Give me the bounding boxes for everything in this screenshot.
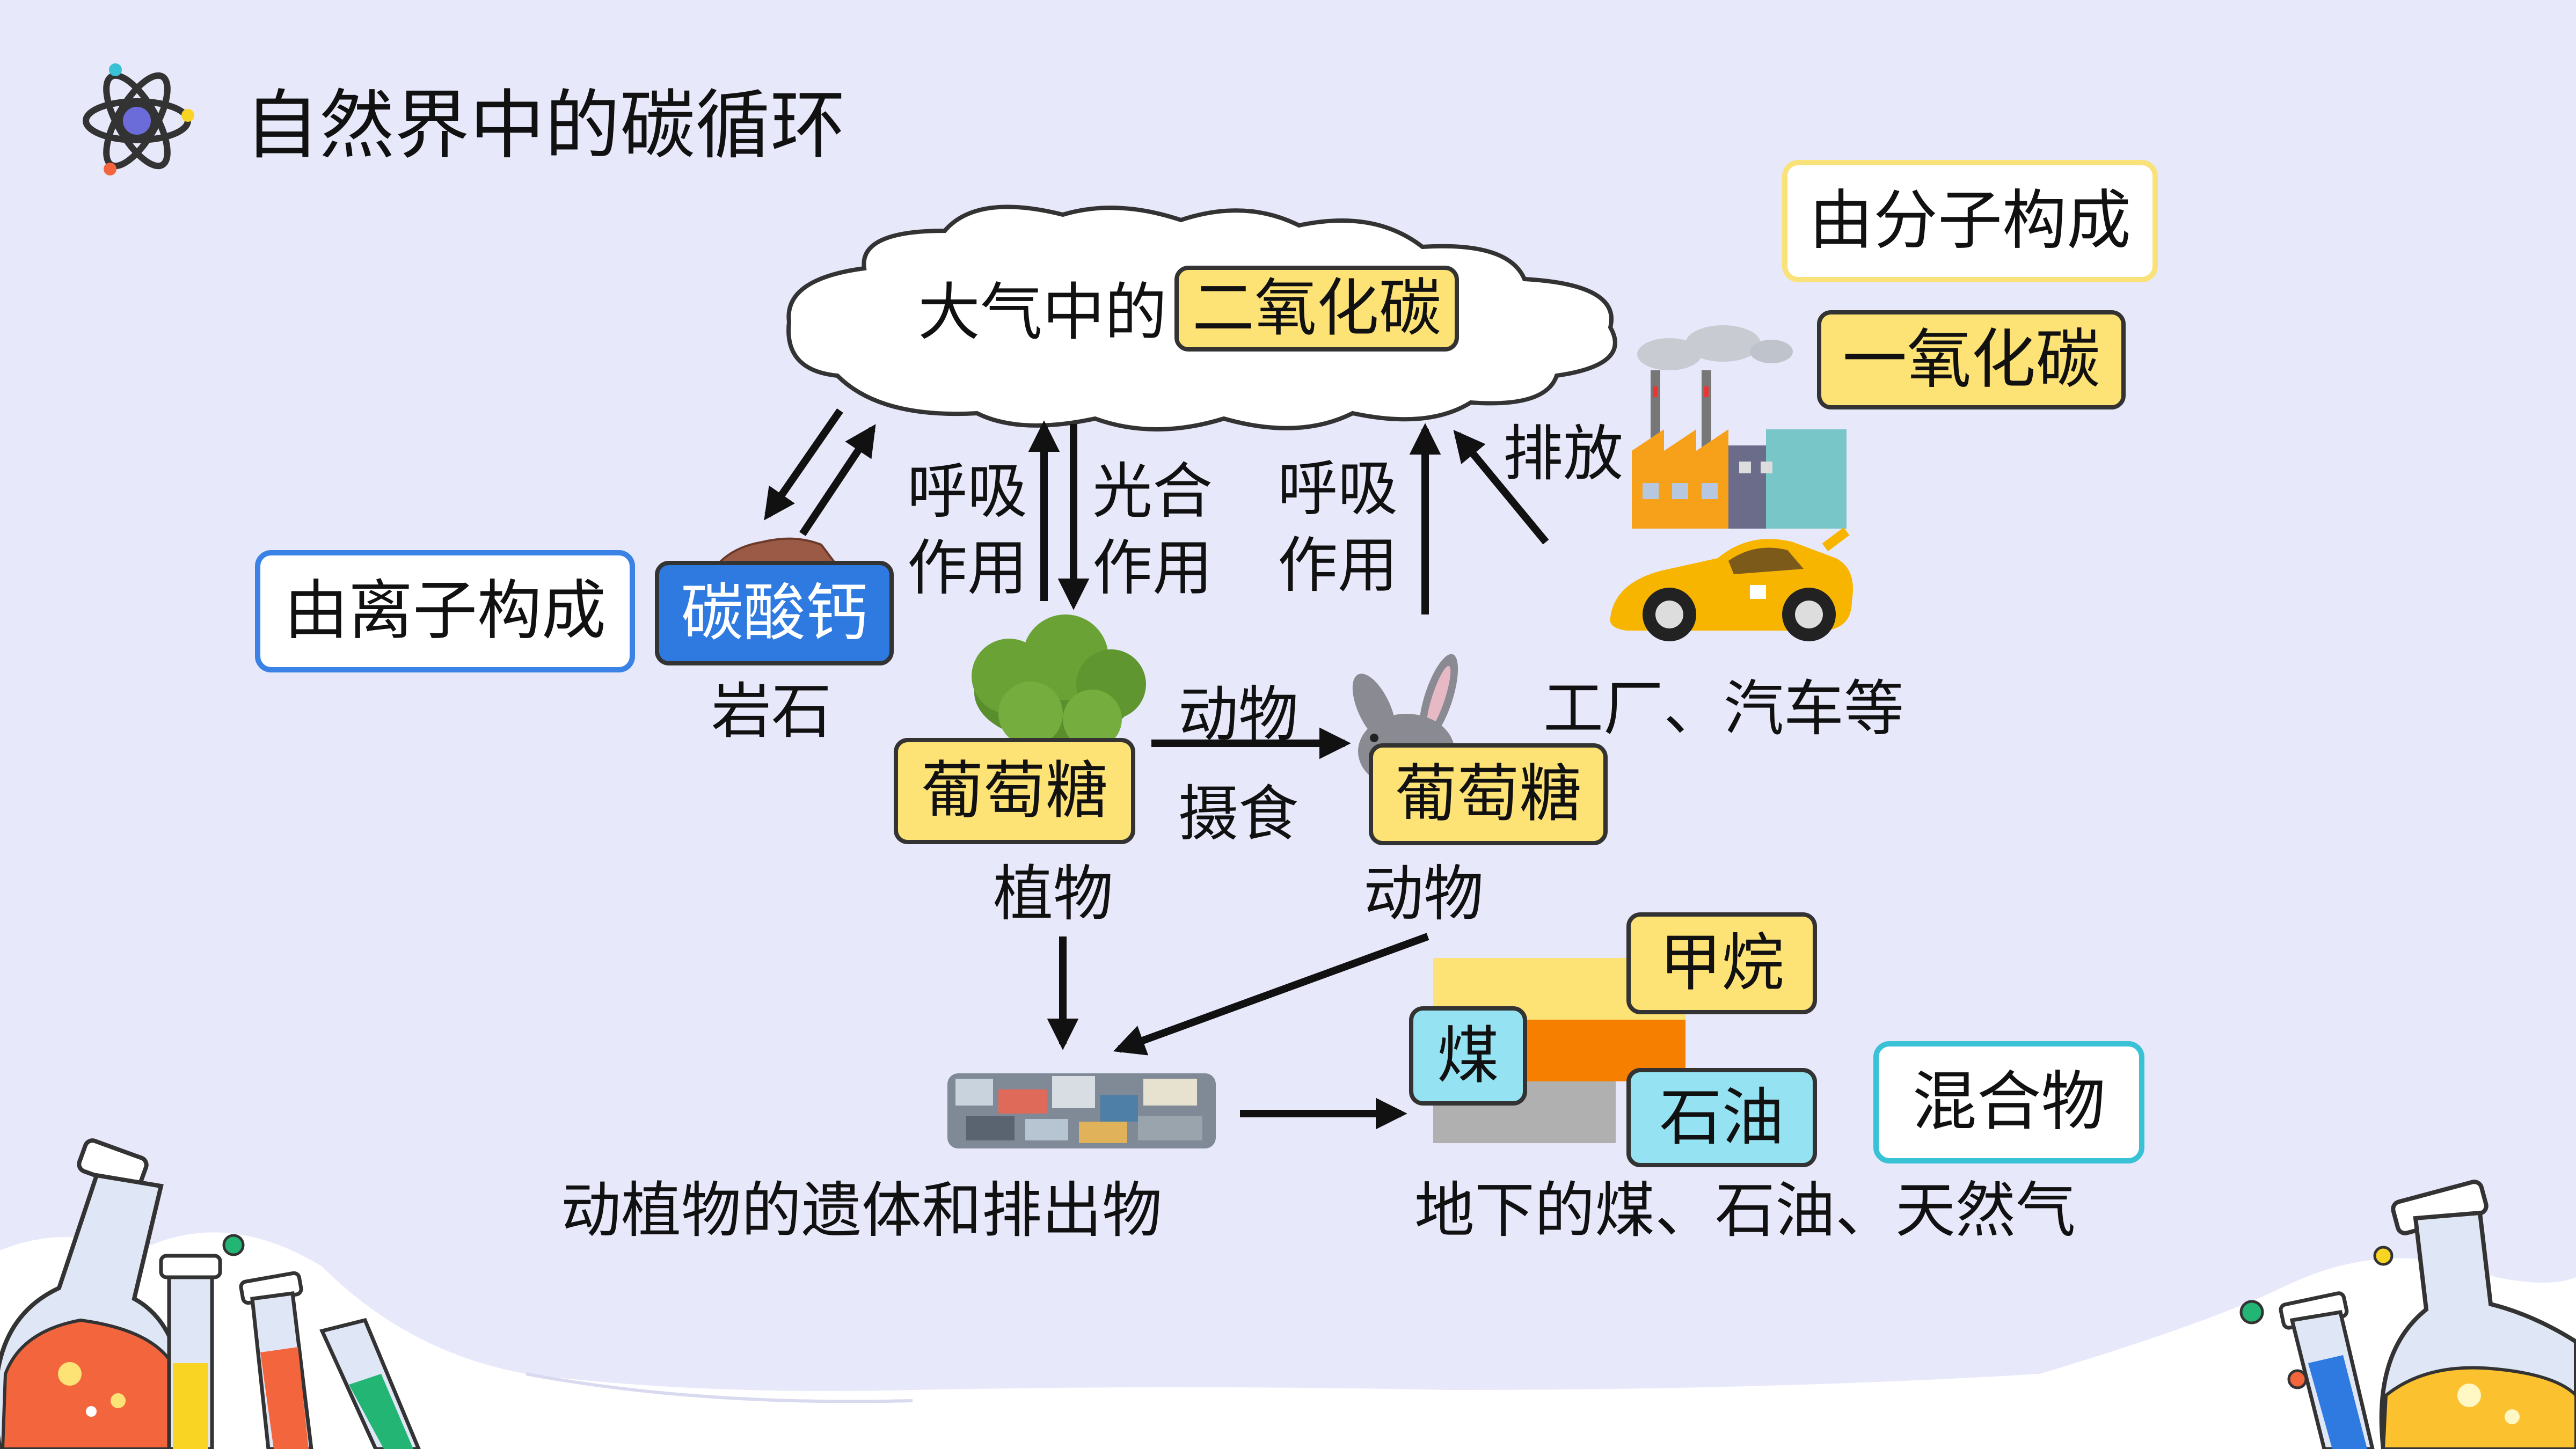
arrow-animal-to-remains bbox=[1113, 933, 1429, 1056]
animal-eating-line1: 动物 bbox=[1178, 680, 1298, 750]
petroleum-box: 石油 bbox=[1626, 1068, 1817, 1167]
factory-car-label: 工厂、汽车等 bbox=[1543, 674, 1904, 744]
respiration-right-line2: 作用 bbox=[1278, 531, 1398, 601]
animal-eating-line2: 摄食 bbox=[1178, 779, 1298, 849]
glucose-animal-box: 葡萄糖 bbox=[1369, 743, 1608, 845]
underground-label: 地下的煤、石油、天然气 bbox=[1414, 1176, 2076, 1246]
cycle-arrows bbox=[764, 408, 1549, 1130]
calcium-carbonate-box: 碳酸钙 bbox=[655, 561, 894, 665]
photosynthesis-line2: 作用 bbox=[1092, 533, 1213, 604]
animal-eating-label: 动物 摄食 bbox=[1178, 665, 1298, 864]
atom-icon bbox=[83, 63, 194, 175]
photosynthesis-line1: 光合 bbox=[1092, 457, 1213, 526]
plant-label: 植物 bbox=[993, 859, 1113, 929]
animal-label: 动物 bbox=[1363, 859, 1484, 929]
ionic-box: 由离子构成 bbox=[255, 550, 635, 672]
arrow-rock-to-cloud bbox=[799, 424, 876, 536]
flask-icon-left bbox=[0, 1138, 187, 1449]
arrow-emission bbox=[1453, 429, 1549, 545]
rock-label: 岩石 bbox=[711, 677, 831, 747]
photosynthesis-label: 光合 作用 bbox=[1092, 453, 1213, 608]
carbon-dioxide-box: 二氧化碳 bbox=[1174, 266, 1459, 352]
glucose-plant-box: 葡萄糖 bbox=[894, 738, 1135, 844]
mixture-box: 混合物 bbox=[1873, 1041, 2144, 1163]
respiration-left-label: 呼吸 作用 bbox=[907, 453, 1027, 608]
respiration-left-line2: 作用 bbox=[907, 533, 1027, 604]
methane-box: 甲烷 bbox=[1626, 912, 1817, 1014]
respiration-right-line1: 呼吸 bbox=[1278, 454, 1398, 524]
test-tube-icon-left bbox=[159, 1254, 421, 1449]
emission-label: 排放 bbox=[1503, 419, 1623, 489]
car-icon bbox=[1610, 527, 1853, 641]
test-tube-icon-right bbox=[2279, 1291, 2375, 1449]
remains-label: 动植物的遗体和排出物 bbox=[561, 1176, 1162, 1246]
cloud-label: 大气中的 bbox=[918, 276, 1167, 349]
respiration-right-label: 呼吸 作用 bbox=[1278, 451, 1398, 605]
coal-box: 煤 bbox=[1409, 1006, 1527, 1106]
molecular-box: 由分子构成 bbox=[1782, 160, 2158, 282]
respiration-left-line1: 呼吸 bbox=[907, 457, 1027, 526]
carbon-monoxide-box: 一氧化碳 bbox=[1817, 310, 2126, 409]
snow-hills bbox=[0, 1232, 2576, 1449]
arrow-cloud-to-rock bbox=[764, 408, 843, 521]
bush-icon bbox=[972, 614, 1146, 749]
factory-icon bbox=[1632, 325, 1847, 529]
debris-icon bbox=[947, 1073, 1216, 1148]
page-title: 自然界中的碳循环 bbox=[244, 82, 846, 170]
